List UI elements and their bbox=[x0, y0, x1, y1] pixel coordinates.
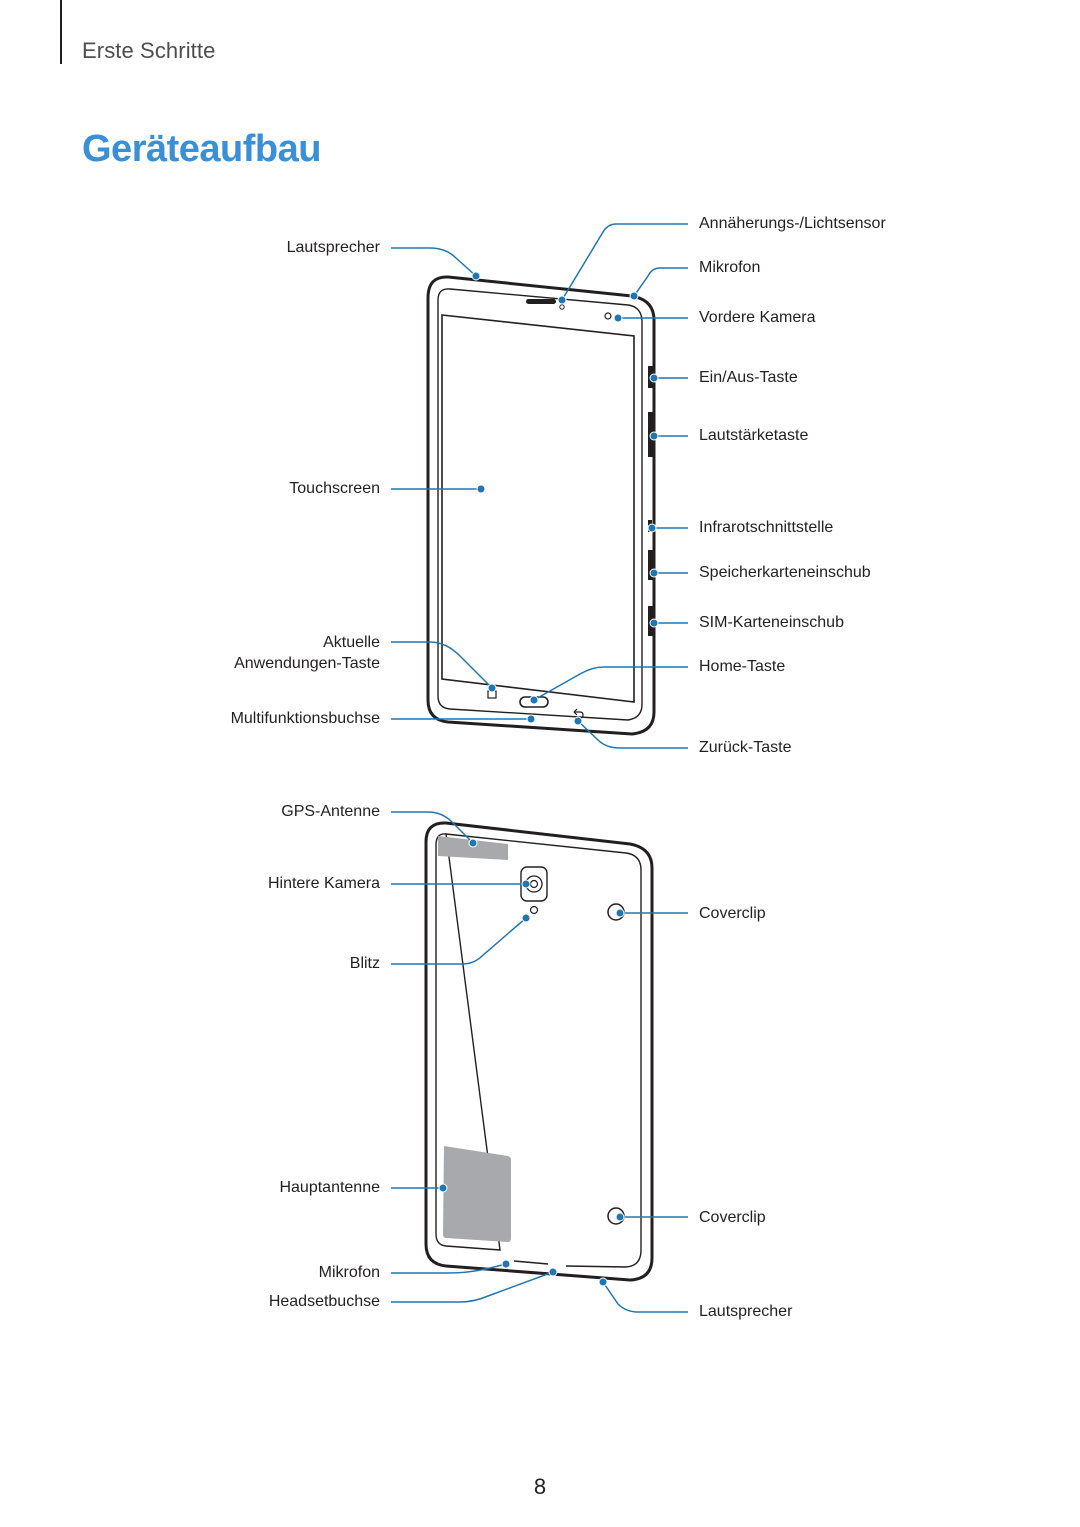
label-ir-led: Infrarotschnittstelle bbox=[699, 519, 834, 536]
tablet-front-view bbox=[426, 275, 656, 736]
label-touchscreen: Touchscreen bbox=[289, 480, 380, 497]
label-sim-card-slot: SIM-Karteneinschub bbox=[699, 614, 844, 631]
label-volume-key: Lautstärketaste bbox=[699, 427, 809, 444]
label-microphone-back: Mikrofon bbox=[318, 1264, 380, 1281]
front-callout-dots bbox=[471, 271, 659, 726]
label-front-camera: Vordere Kamera bbox=[699, 309, 816, 326]
back-callout-dots bbox=[438, 838, 625, 1287]
label-headset-jack: Headsetbuchse bbox=[268, 1293, 380, 1310]
earpiece-grill bbox=[526, 299, 556, 304]
label-memory-card-slot: Speicherkarteneinschub bbox=[699, 564, 871, 581]
label-main-antenna: Hauptantenne bbox=[279, 1179, 380, 1196]
back-callouts bbox=[391, 811, 688, 1313]
main-antenna-area bbox=[443, 1146, 511, 1242]
rear-camera-lens bbox=[529, 879, 539, 889]
label-power-key: Ein/Aus-Taste bbox=[699, 369, 798, 386]
label-rear-camera: Hintere Kamera bbox=[267, 875, 380, 892]
label-proximity-sensor: Annäherungs-/Lichtsensor bbox=[699, 215, 886, 232]
label-flash: Blitz bbox=[349, 955, 380, 972]
label-microphone-front: Mikrofon bbox=[699, 259, 761, 276]
side-keys bbox=[648, 366, 653, 636]
section-rule bbox=[60, 0, 62, 64]
label-cover-clip-bottom: Coverclip bbox=[699, 1209, 766, 1226]
label-recent-apps-line1: Aktuelle bbox=[323, 634, 380, 651]
label-multipurpose-jack: Multifunktionsbuchse bbox=[230, 710, 380, 727]
flash-light bbox=[529, 905, 539, 915]
label-gps-antenna: GPS-Antenne bbox=[281, 803, 380, 820]
section-label: Erste Schritte bbox=[82, 38, 216, 63]
label-speaker-front: Lautsprecher bbox=[286, 239, 380, 256]
page-number: 8 bbox=[533, 1474, 547, 1499]
label-recent-apps-line2: Anwendungen-Taste bbox=[234, 655, 380, 672]
page-title: Geräteaufbau bbox=[82, 128, 321, 170]
tablet-back-view bbox=[424, 821, 654, 1282]
label-home-key: Home-Taste bbox=[699, 658, 786, 675]
gps-antenna-area bbox=[438, 836, 508, 860]
front-camera-lens bbox=[604, 312, 612, 320]
label-cover-clip-top: Coverclip bbox=[699, 905, 766, 922]
label-speaker-back: Lautsprecher bbox=[699, 1303, 793, 1320]
label-back-key: Zurück-Taste bbox=[699, 739, 792, 756]
front-callouts bbox=[391, 223, 688, 749]
